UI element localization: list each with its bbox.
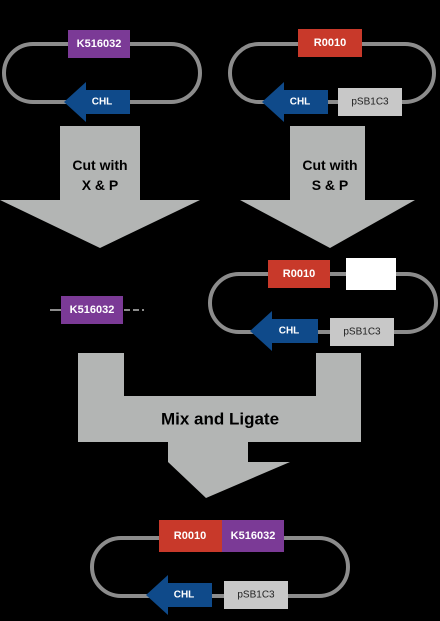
promoter-block — [298, 29, 362, 57]
promoter-label: R0010 — [283, 268, 315, 280]
chl-arrow-icon — [250, 311, 318, 351]
cut-fragment: K516032 — [50, 296, 144, 324]
chl-arrow-icon — [64, 82, 130, 122]
ligate-label: Mix and Ligate — [161, 410, 279, 429]
insert-label: K516032 — [231, 530, 276, 542]
merge-arrow-icon — [78, 353, 361, 498]
insert-block — [61, 296, 123, 324]
chl-arrow-icon — [262, 82, 328, 122]
marker-label: CHL — [92, 97, 113, 108]
down-arrow-icon — [0, 126, 200, 248]
plasmid-top-left: K516032 CHL — [2, 30, 202, 122]
backbone-block — [224, 581, 288, 609]
promoter-label: R0010 — [314, 37, 346, 49]
chl-arrow-icon — [146, 575, 212, 615]
plasmid-cut-vector: R0010 CHL pSB1C3 — [208, 258, 438, 351]
plasmid-result: R0010 K516032 CHL pSB1C3 — [90, 520, 350, 615]
promoter-block — [159, 520, 222, 552]
cut-right-line1: Cut with — [302, 157, 357, 173]
cut-right-line2: S & P — [312, 177, 349, 193]
cut-left-line2: X & P — [82, 177, 119, 193]
insert-block — [222, 520, 284, 552]
marker-label: CHL — [279, 326, 300, 337]
insert-label: K516032 — [70, 304, 115, 316]
backbone-block — [338, 88, 402, 116]
ligate-arrow: Mix and Ligate — [78, 353, 361, 498]
cut-arrow-left: Cut with X & P — [0, 126, 200, 248]
backbone-label: pSB1C3 — [237, 590, 275, 601]
cut-gap — [346, 258, 396, 290]
down-arrow-icon — [240, 126, 415, 248]
insert-block — [68, 30, 130, 58]
promoter-block — [268, 260, 330, 288]
marker-label: CHL — [290, 97, 311, 108]
marker-label: CHL — [174, 590, 195, 601]
insert-label: K516032 — [77, 38, 122, 50]
backbone-block — [330, 318, 394, 346]
promoter-label: R0010 — [174, 530, 206, 542]
plasmid-top-right: R0010 CHL pSB1C3 — [228, 29, 436, 122]
backbone-label: pSB1C3 — [343, 327, 381, 338]
cut-arrow-right: Cut with S & P — [240, 126, 415, 248]
cut-left-line1: Cut with — [72, 157, 127, 173]
backbone-label: pSB1C3 — [351, 97, 389, 108]
